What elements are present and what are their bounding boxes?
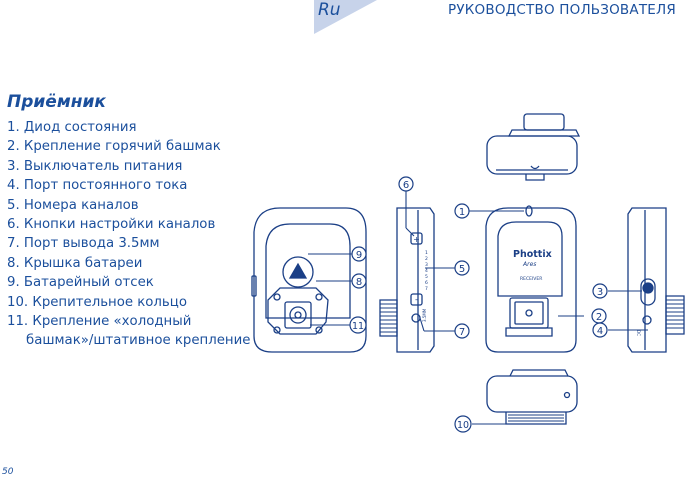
callout-6: 6 — [398, 176, 414, 192]
svg-text:8: 8 — [356, 277, 362, 288]
parts-list-item: 2. Крепление горячий башмак — [7, 139, 221, 155]
parts-list-item: 7. Порт вывода 3.5мм — [7, 236, 160, 252]
callout-11: 11 — [349, 316, 367, 334]
parts-list-item: 6. Кнопки настройки каналов — [7, 217, 216, 233]
svg-text:DC: DC — [636, 330, 641, 336]
svg-text:1: 1 — [425, 250, 428, 256]
parts-list-item: 10. Крепительное кольцо — [7, 294, 187, 310]
svg-text:4: 4 — [597, 326, 603, 337]
svg-text:Ares: Ares — [522, 261, 536, 268]
callout-9: 9 — [351, 246, 367, 262]
callout-7: 7 — [454, 323, 470, 339]
parts-list-item: 5. Номера каналов — [7, 197, 139, 213]
svg-text:+: + — [413, 235, 420, 244]
svg-text:6: 6 — [425, 280, 428, 286]
parts-list-item-continued: башмак»/штативное крепление — [26, 333, 251, 349]
brand-logo-text: Phottix — [513, 249, 552, 260]
language-label: Ru — [318, 0, 341, 20]
svg-text:-: - — [415, 295, 418, 304]
svg-text:RECEIVER: RECEIVER — [520, 276, 542, 282]
parts-list: 1. Диод состояния 2. Крепление горячий б… — [7, 118, 250, 351]
callout-4: 4 — [592, 322, 608, 338]
svg-text:5: 5 — [459, 264, 465, 275]
parts-list-item: 11. Крепление «холодный — [7, 314, 192, 330]
svg-text:3: 3 — [425, 262, 428, 268]
section-title: Приёмник — [7, 92, 106, 112]
parts-list-item: 9. Батарейный отсек — [7, 275, 154, 291]
svg-text:6: 6 — [403, 180, 409, 191]
svg-text:7: 7 — [459, 327, 465, 338]
svg-text:3.5MM: 3.5MM — [422, 308, 427, 322]
page-number: 50 — [2, 467, 14, 477]
callout-2: 2 — [591, 308, 607, 324]
callout-8: 8 — [351, 273, 367, 289]
callout-leader-lines — [308, 191, 648, 425]
parts-list-item: 8. Крышка батареи — [7, 255, 143, 271]
receiver-top-view — [486, 113, 581, 181]
parts-list-item: 3. Выключатель питания — [7, 158, 183, 174]
svg-text:3: 3 — [597, 287, 603, 298]
receiver-side-view-power: DC — [627, 207, 685, 353]
receiver-front-view: Phottix Ares RECEIVER — [485, 205, 577, 353]
svg-text:1: 1 — [459, 207, 465, 218]
svg-text:11: 11 — [352, 321, 364, 332]
callout-3: 3 — [592, 283, 608, 299]
svg-text:9: 9 — [356, 250, 362, 261]
svg-text:2: 2 — [596, 312, 602, 323]
callout-10: 10 — [454, 415, 472, 433]
receiver-bottom-view — [486, 369, 578, 425]
callout-5: 5 — [454, 260, 470, 276]
receiver-back-view — [251, 207, 367, 353]
svg-text:10: 10 — [457, 420, 469, 431]
receiver-side-view-channels: + - 123 456 7 3.5MM — [379, 207, 435, 353]
callout-1: 1 — [454, 203, 470, 219]
svg-text:7: 7 — [425, 286, 428, 292]
parts-list-item: 1. Диод состояния — [7, 120, 137, 135]
svg-text:2: 2 — [425, 256, 428, 262]
svg-text:5: 5 — [425, 274, 428, 280]
svg-text:4: 4 — [425, 268, 428, 274]
header-title: РУКОВОДСТВО ПОЛЬЗОВАТЕЛЯ — [448, 2, 676, 18]
parts-list-item: 4. Порт постоянного тока — [7, 178, 188, 194]
